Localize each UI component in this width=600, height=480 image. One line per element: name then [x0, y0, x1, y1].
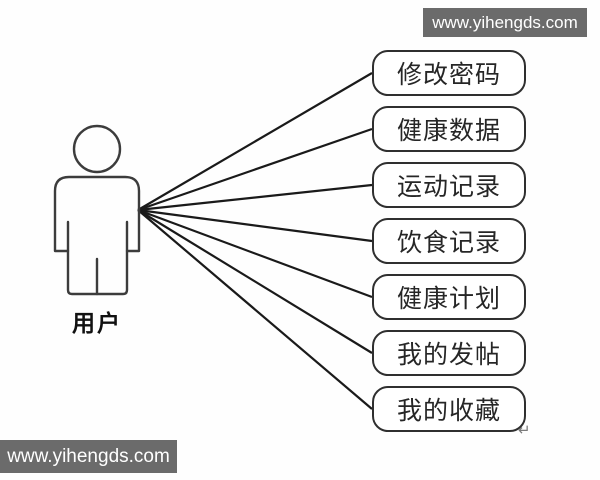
use-case-label: 我的收藏	[396, 398, 501, 425]
paragraph-return-mark: ↵	[518, 421, 531, 439]
use-case-health-plan: 健康计划	[372, 274, 526, 320]
use-case-label: 饮食记录	[396, 230, 501, 257]
use-case-label: 修改密码	[396, 62, 501, 89]
actor-figure-icon	[53, 124, 141, 296]
use-case-my-favorites: 我的收藏	[372, 386, 526, 432]
connector-line-health-data	[137, 127, 373, 212]
connector-line-exercise-record	[137, 183, 373, 212]
use-case-exercise-record: 运动记录	[372, 162, 526, 208]
connector-line-health-plan	[137, 208, 373, 299]
use-case-label: 健康计划	[396, 286, 501, 313]
connector-line-my-posts	[137, 209, 373, 354]
actor-torso	[53, 175, 141, 253]
connector-line-diet-record	[137, 208, 373, 243]
use-case-label: 运动记录	[396, 174, 501, 201]
actor-head	[72, 124, 122, 174]
watermark-bottom-left: www.yihengds.com	[0, 440, 177, 473]
use-case-diet-record: 饮食记录	[372, 218, 526, 264]
actor-label: 用户	[72, 311, 122, 336]
use-case-my-posts: 我的发帖	[372, 330, 526, 376]
connector-line-change-password	[137, 72, 373, 211]
use-case-change-password: 修改密码	[372, 50, 526, 96]
connector-line-my-favorites	[137, 209, 373, 410]
connector-lines	[137, 72, 373, 410]
use-case-label: 我的发帖	[396, 342, 501, 369]
use-case-health-data: 健康数据	[372, 106, 526, 152]
use-case-label: 健康数据	[396, 118, 501, 145]
watermark-top-right: www.yihengds.com	[423, 8, 587, 37]
